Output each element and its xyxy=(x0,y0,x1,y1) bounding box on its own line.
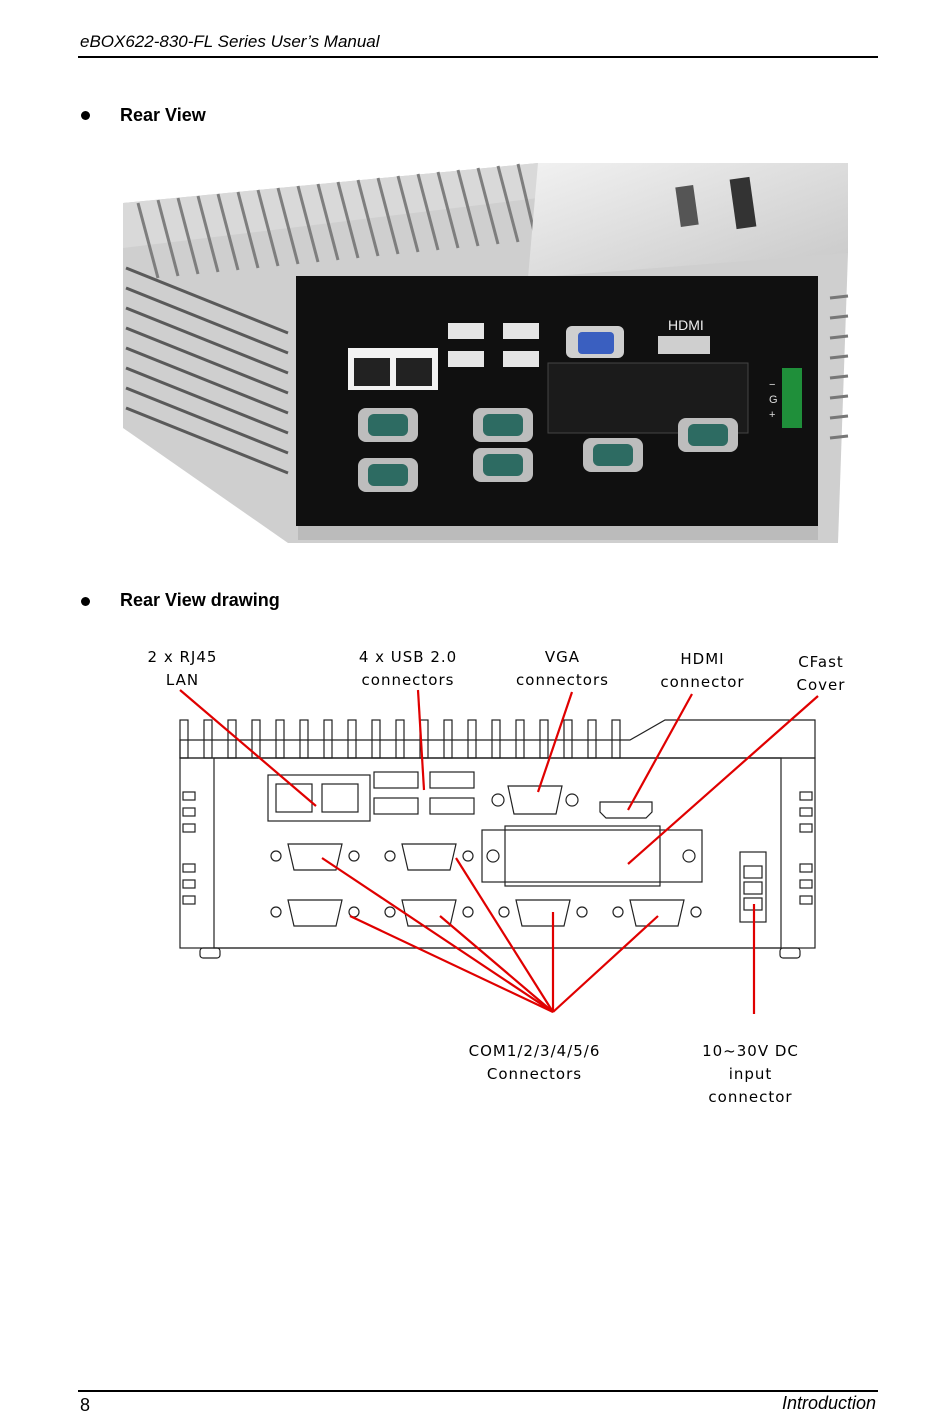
drawing-cfast-cover xyxy=(481,825,703,887)
drawing-com-ports xyxy=(270,843,702,927)
bullet-icon xyxy=(81,111,90,120)
terminal-minus-label: − xyxy=(769,379,775,391)
bullet-icon xyxy=(81,597,90,606)
footer-rule xyxy=(78,1390,878,1392)
hdmi-port-photo xyxy=(658,336,710,354)
dc-terminal-photo xyxy=(782,368,802,428)
header-rule xyxy=(78,56,878,58)
drawing-vga-port xyxy=(491,785,579,815)
brand-mark-icon xyxy=(729,176,757,230)
hdmi-photo-label: HDMI xyxy=(668,317,704,333)
drawing-hdmi-port xyxy=(599,801,653,819)
page-number: 8 xyxy=(80,1395,91,1415)
drawing-lan-ports xyxy=(267,774,371,822)
terminal-g-label: G xyxy=(769,394,778,406)
section-name: Introduction xyxy=(781,1393,876,1413)
usb-ports-photo xyxy=(448,323,539,367)
heatsink-fins xyxy=(123,163,538,475)
drawing-fins xyxy=(179,719,816,759)
brand-logo-icon xyxy=(675,184,699,228)
drawing-side-vents xyxy=(182,791,813,905)
rear-view-heading: Rear View xyxy=(120,105,206,125)
manual-title: eBOX622-830-FL Series User’s Manual xyxy=(80,32,380,51)
drawing-chassis xyxy=(179,757,816,949)
com-ports-photo xyxy=(358,408,738,492)
callout-lines xyxy=(179,689,819,1014)
rear-view-drawing-heading: Rear View drawing xyxy=(120,590,280,610)
drawing-dc-terminal xyxy=(739,851,767,923)
drawing-usb-ports xyxy=(373,771,475,815)
terminal-plus-label: + xyxy=(769,409,775,421)
rear-view-photo: HDMI − G + xyxy=(123,163,849,543)
